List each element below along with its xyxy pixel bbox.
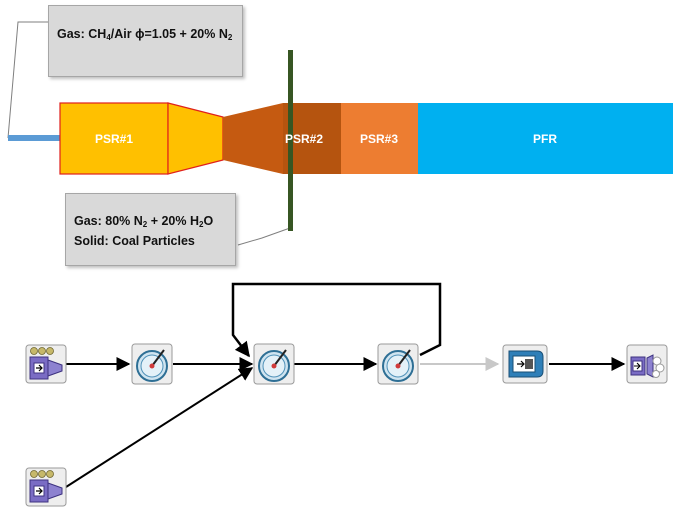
top-gas-note-sub2: 2 xyxy=(227,33,233,42)
pfr-label: PFR xyxy=(533,132,557,146)
top-gas-note-sub1: 4 xyxy=(106,33,111,42)
converging-section xyxy=(167,102,224,175)
bottom-gas-note-line1: Gas: 80% N2 + 20% H2O xyxy=(74,213,235,233)
inlet-pipe xyxy=(8,135,62,141)
nozzle-section xyxy=(223,103,283,174)
exhaust-outlet-icon[interactable] xyxy=(626,344,668,384)
gas-inlet-icon[interactable] xyxy=(25,467,67,507)
recycle-arrow xyxy=(231,282,442,358)
psr1-label: PSR#1 xyxy=(95,132,133,146)
bottom-note-l1-sub2: 2 xyxy=(199,220,204,229)
arrow-inlet2-psr2 xyxy=(65,367,254,488)
injector-bar xyxy=(288,50,293,231)
psr3-block xyxy=(341,103,418,174)
top-gas-note-prefix: Gas: CH xyxy=(57,27,107,41)
bottom-note-l1-end: O xyxy=(203,214,214,228)
gas-inlet-icon[interactable] xyxy=(25,344,67,384)
bottom-note-l1-prefix: Gas: 80% N xyxy=(74,214,143,228)
top-gas-note: Gas: CH4/Air ϕ=1.05 + 20% N2 xyxy=(48,5,243,77)
psr-reactor-icon[interactable] xyxy=(253,343,295,385)
psr2-label: PSR#2 xyxy=(285,132,323,146)
bottom-note-l1-suffix: + 20% H xyxy=(147,214,199,228)
reactor-schematic: PSR#1 PSR#2 PSR#3 PFR xyxy=(7,21,673,246)
bottom-note-l1-sub: 2 xyxy=(142,220,148,229)
top-gas-note-mid: /Air ϕ=1.05 + 20% N xyxy=(110,27,228,41)
top-note-leader-line xyxy=(7,21,48,139)
pfr-reactor-icon[interactable] xyxy=(502,344,548,384)
psr-reactor-icon[interactable] xyxy=(131,343,173,385)
bottom-gas-note-line2: Solid: Coal Particles xyxy=(74,234,195,248)
pfr-block xyxy=(418,103,673,174)
psr-reactor-icon[interactable] xyxy=(377,343,419,385)
psr1-block xyxy=(59,102,169,175)
psr3-label: PSR#3 xyxy=(360,132,398,146)
flow-network xyxy=(25,282,668,507)
bottom-note-leader-line xyxy=(237,227,291,246)
